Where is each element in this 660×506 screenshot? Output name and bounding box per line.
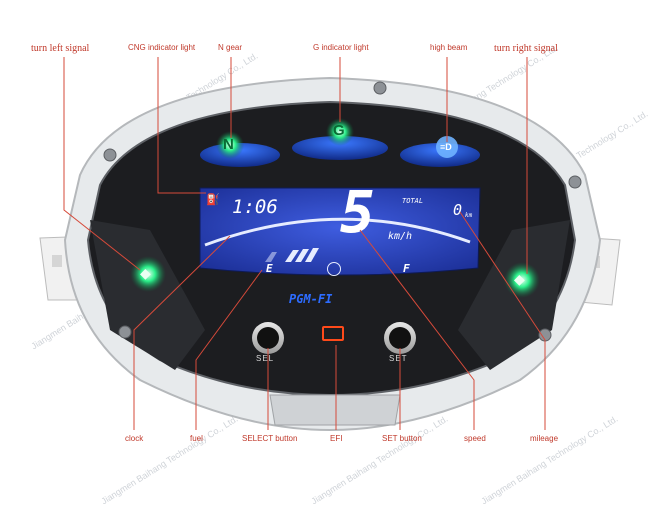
- label-high-beam: high beam: [430, 43, 468, 52]
- lcd-panel: [199, 187, 481, 276]
- efi-engine-icon: [322, 326, 344, 341]
- label-n-gear: N gear: [218, 43, 243, 52]
- left-bracket-hole: [52, 255, 62, 267]
- speed-unit: km/h: [388, 231, 413, 242]
- sel-button-core: [257, 327, 279, 349]
- label-efi: EFI: [330, 434, 343, 443]
- n-gear-glow: [216, 131, 244, 159]
- mileage-unit: km: [465, 212, 473, 219]
- brand-logo: PGM-FI: [289, 292, 333, 306]
- clock-readout: 1:06: [232, 196, 278, 218]
- turn-left-arrow-icon: ◆: [140, 265, 151, 281]
- label-g-indicator: G indicator light: [313, 43, 369, 52]
- fuel-gauge-bars: [265, 248, 319, 262]
- set-button-label: SET: [389, 354, 408, 363]
- g-indicator-letter: G: [333, 122, 345, 139]
- brand-strip: [270, 292, 390, 306]
- fuel-empty-label: E: [266, 262, 273, 275]
- label-turn-left: turn left signal: [31, 43, 90, 54]
- right-turn-glow: [504, 262, 540, 298]
- high-beam-glow: [436, 136, 458, 158]
- label-cng: CNG indicator light: [128, 43, 196, 52]
- left-turn-glow: [130, 256, 166, 292]
- label-set-button: SET button: [382, 434, 422, 443]
- mileage-readout: 0: [453, 201, 463, 219]
- bottom-stand: [269, 394, 401, 426]
- total-label: TOTAL: [402, 197, 424, 205]
- speed-readout: 5: [340, 178, 375, 246]
- label-turn-right: turn right signal: [494, 43, 558, 54]
- screw: [103, 148, 117, 162]
- g-glow: [326, 118, 354, 146]
- set-button-core: [389, 327, 411, 349]
- g-dome: [292, 136, 388, 160]
- sel-button-label: SEL: [256, 354, 275, 363]
- label-clock: clock: [125, 434, 144, 443]
- instrument-cluster: [39, 76, 621, 432]
- turn-right-arrow-icon: ◆: [514, 271, 525, 287]
- screw: [118, 325, 132, 339]
- high-beam-icon: ≡D: [440, 142, 452, 152]
- fuel-gauge-icon: [327, 262, 341, 276]
- screw: [568, 175, 582, 189]
- label-speed: speed: [464, 434, 486, 443]
- callout-lines: [63, 57, 546, 430]
- fuel-full-label: F: [403, 262, 410, 275]
- screw: [373, 81, 387, 95]
- fuel-pump-icon: ⛽: [206, 194, 220, 206]
- speed-arc: [204, 217, 471, 247]
- label-fuel: fuel: [190, 434, 203, 443]
- label-select-button: SELECT button: [242, 434, 298, 443]
- label-mileage: mileage: [530, 434, 559, 443]
- n-gear-letter: N: [223, 136, 234, 153]
